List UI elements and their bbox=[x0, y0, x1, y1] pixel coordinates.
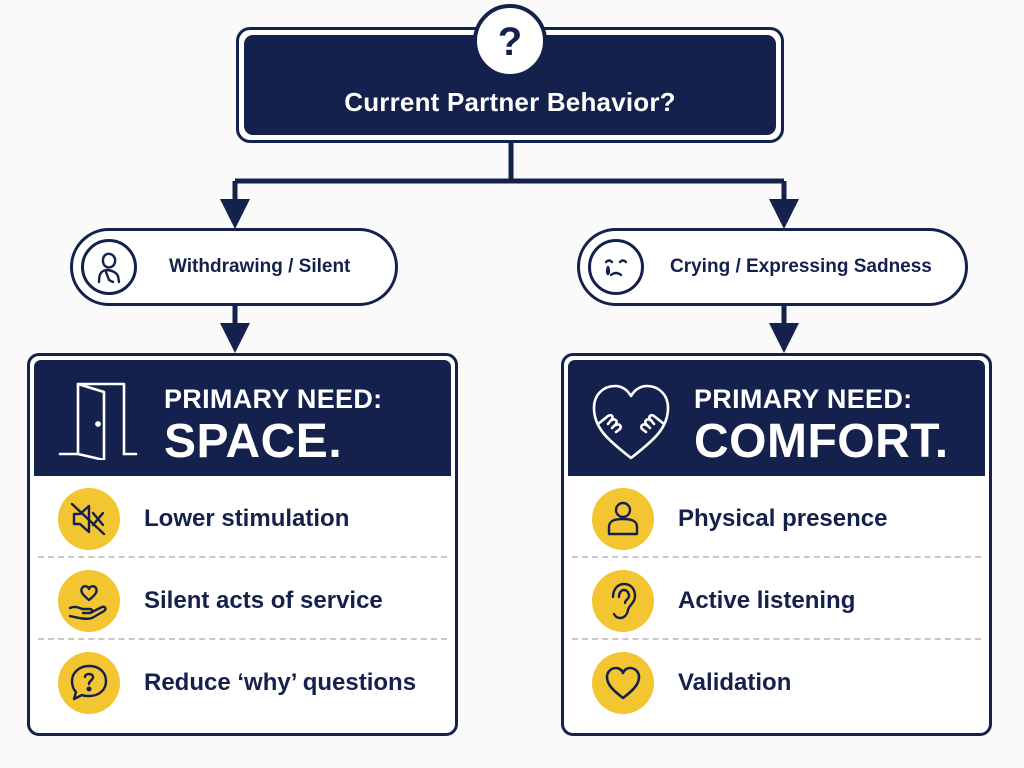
action-item: Validation bbox=[572, 640, 981, 722]
hugging-heart-icon bbox=[592, 384, 670, 460]
need-value-space: SPACE. bbox=[164, 415, 343, 468]
action-label: Silent acts of service bbox=[144, 587, 383, 614]
need-card-header: PRIMARY NEED: SPACE. bbox=[34, 360, 451, 476]
action-item: Reduce ‘why’ questions bbox=[38, 640, 447, 722]
heart-in-hand-icon bbox=[58, 570, 120, 632]
need-label: PRIMARY NEED: bbox=[164, 384, 383, 414]
behavior-pill-withdrawing: Withdrawing / Silent bbox=[70, 228, 398, 306]
person-icon bbox=[592, 488, 654, 550]
need-value-comfort: COMFORT. bbox=[694, 415, 949, 468]
behavior-pill-crying: Crying / Expressing Sadness bbox=[577, 228, 968, 306]
action-item: Active listening bbox=[572, 558, 981, 640]
ear-icon bbox=[592, 570, 654, 632]
root-title: Current Partner Behavior? bbox=[344, 87, 676, 117]
open-door-icon bbox=[58, 382, 138, 460]
person-icon bbox=[81, 239, 137, 295]
action-list: Lower stimulation Silent acts of service bbox=[34, 476, 451, 722]
question-mark-glyph: ? bbox=[498, 20, 522, 64]
need-card-space: PRIMARY NEED: SPACE. Lower stimulation bbox=[27, 353, 458, 736]
action-item: Lower stimulation bbox=[38, 476, 447, 558]
question-mark-icon: ? bbox=[473, 4, 547, 78]
action-label: Physical presence bbox=[678, 505, 888, 532]
action-list: Physical presence Active listening bbox=[568, 476, 985, 722]
behavior-label-crying: Crying / Expressing Sadness bbox=[670, 256, 932, 277]
heart-icon bbox=[592, 652, 654, 714]
crying-face-icon bbox=[588, 239, 644, 295]
need-card-header: PRIMARY NEED: COMFORT. bbox=[568, 360, 985, 476]
need-label: PRIMARY NEED: bbox=[694, 384, 913, 414]
question-bubble-icon bbox=[58, 652, 120, 714]
action-label: Validation bbox=[678, 669, 792, 696]
muted-speaker-icon bbox=[58, 488, 120, 550]
action-item: Silent acts of service bbox=[38, 558, 447, 640]
behavior-label-withdrawing: Withdrawing / Silent bbox=[169, 256, 351, 277]
root-question-box: Current Partner Behavior? bbox=[236, 27, 784, 143]
action-label: Active listening bbox=[678, 587, 856, 614]
need-card-comfort: PRIMARY NEED: COMFORT. Physical presence bbox=[561, 353, 992, 736]
action-label: Lower stimulation bbox=[144, 505, 350, 532]
action-label: Reduce ‘why’ questions bbox=[144, 669, 417, 696]
action-item: Physical presence bbox=[572, 476, 981, 558]
